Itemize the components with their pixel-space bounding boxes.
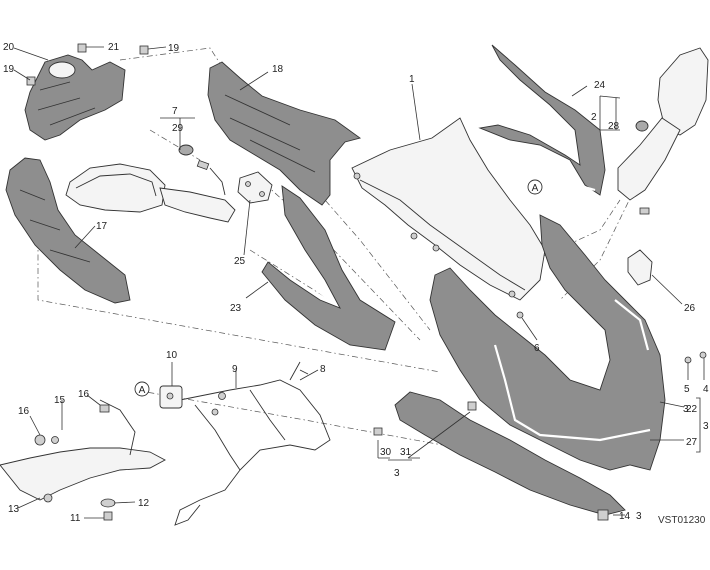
part-mirror-bracket xyxy=(237,171,273,204)
callout-14: 14 xyxy=(619,511,631,522)
callout-20: 20 xyxy=(3,42,15,53)
callout-18: 18 xyxy=(272,64,284,75)
callout-16: 16 xyxy=(78,389,90,400)
screw-19-left xyxy=(26,76,36,86)
svg-text:A: A xyxy=(532,183,539,194)
callout-28: 28 xyxy=(608,121,620,132)
leader-lines xyxy=(13,46,705,519)
callout-4: 4 xyxy=(703,384,709,395)
callout-3: 3 xyxy=(703,421,709,432)
part-right-side-panel xyxy=(478,44,606,196)
callout-12: 12 xyxy=(138,498,150,509)
part-belly-pan xyxy=(394,391,626,516)
part-left-mirror xyxy=(65,144,236,223)
reference-code: VST01230 xyxy=(658,515,706,526)
callout-9: 9 xyxy=(232,364,238,375)
callout-26: 26 xyxy=(684,303,696,314)
callout-30: 30 xyxy=(380,447,392,458)
callout-22: 22 xyxy=(686,404,698,415)
screw-4 xyxy=(699,351,707,359)
screw-14 xyxy=(597,509,609,521)
callout-7: 7 xyxy=(172,106,178,117)
callout-3: 3 xyxy=(683,404,689,415)
hardware-fasteners xyxy=(26,43,707,521)
part-lower-side-panel xyxy=(261,185,396,351)
callout-3: 3 xyxy=(394,468,400,479)
callout-16: 16 xyxy=(18,406,30,417)
part-inner-side-panel xyxy=(207,61,362,206)
callout-21: 21 xyxy=(108,42,120,53)
callout-8: 8 xyxy=(320,364,326,375)
callout-labels: 1 2 3 3 3 3 4 5 6 7 8 9 10 11 12 13 14 1… xyxy=(3,42,709,524)
callout-11: 11 xyxy=(70,513,81,524)
part-left-upper-inner-panel xyxy=(24,54,126,141)
screw-19-top xyxy=(139,45,149,55)
callout-6: 6 xyxy=(534,343,540,354)
callout-19: 19 xyxy=(168,43,180,54)
svg-text:A: A xyxy=(139,385,146,396)
callout-23: 23 xyxy=(230,303,242,314)
part-main-fairing xyxy=(429,214,666,471)
callout-29: 29 xyxy=(172,123,184,134)
callout-10: 10 xyxy=(166,350,178,361)
callout-15: 15 xyxy=(54,395,66,406)
callout-1: 1 xyxy=(409,74,415,85)
callout-17: 17 xyxy=(96,221,108,232)
callout-19: 19 xyxy=(3,64,15,75)
callout-25: 25 xyxy=(234,256,246,267)
marker-a-frame: A xyxy=(134,381,150,397)
callout-2: 2 xyxy=(591,112,597,123)
callout-27: 27 xyxy=(686,437,698,448)
part-left-lower-inner-panel xyxy=(5,157,131,304)
clip-30 xyxy=(373,427,383,436)
part-windscreen xyxy=(351,117,546,301)
screw-6 xyxy=(516,311,524,319)
callout-31: 31 xyxy=(400,447,412,458)
part-right-mirror xyxy=(617,47,709,215)
callout-5: 5 xyxy=(684,384,690,395)
part-fairing-bracket xyxy=(627,249,653,286)
screw-21 xyxy=(77,43,87,53)
part-front-subframe xyxy=(159,361,331,526)
callout-13: 13 xyxy=(8,504,20,515)
clip-31 xyxy=(467,401,477,411)
marker-a-windscreen: A xyxy=(527,179,543,195)
part-lower-support-bracket xyxy=(0,399,166,521)
callout-3: 3 xyxy=(636,511,642,522)
callout-24: 24 xyxy=(594,80,606,91)
